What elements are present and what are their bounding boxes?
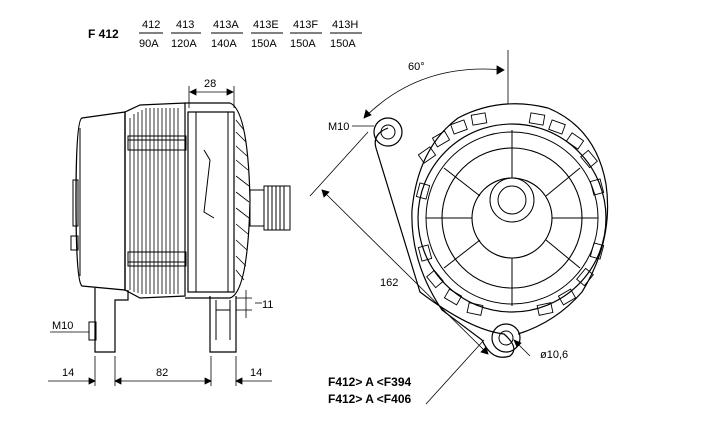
thread-label-side: M10 (52, 320, 73, 332)
thread-label-front: M10 (328, 121, 349, 133)
compat-note: F412> A <F394 (328, 375, 411, 389)
side-view (70, 102, 291, 353)
angle-label: 60° (408, 61, 425, 73)
side-dimensions (48, 86, 272, 386)
model-label: F 412 (88, 27, 119, 41)
variant-code: 412 (142, 19, 160, 31)
dim-14-right: 14 (250, 367, 262, 379)
dim-162: 162 (380, 277, 398, 289)
dim-11: 11 (262, 299, 273, 311)
variant-current: 90A (139, 38, 159, 50)
variant-current: 150A (290, 38, 316, 50)
variant-current: 140A (211, 38, 237, 50)
front-view (373, 103, 609, 358)
front-dimensions (309, 50, 531, 405)
variant-current: 120A (171, 38, 197, 50)
variant-current: 150A (251, 38, 277, 50)
variant-code: 413F (293, 19, 318, 31)
dim-28: 28 (204, 78, 216, 90)
variant-code: 413H (332, 19, 358, 31)
variant-code: 413E (253, 19, 279, 31)
dim-14-left: 14 (62, 367, 74, 379)
dim-82: 82 (156, 367, 168, 379)
variant-current: 150A (330, 38, 356, 50)
compat-note: F412> A <F406 (328, 392, 411, 406)
variant-table: 412 90A 413 120A 413A 140A 413E 150A 413… (139, 19, 362, 50)
hole-diameter: ø10,6 (540, 349, 568, 361)
variant-code: 413A (213, 19, 239, 31)
variant-code: 413 (176, 19, 194, 31)
